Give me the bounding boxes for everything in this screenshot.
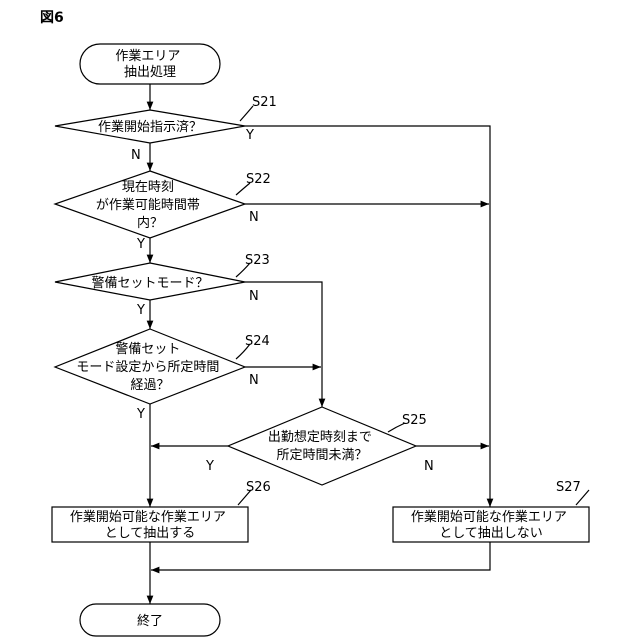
- s21-no-label: N: [131, 148, 141, 163]
- s21-step-label: S21: [252, 95, 277, 110]
- s23-yes-label: Y: [136, 303, 145, 318]
- s23-step-label: S23: [245, 253, 270, 268]
- s25-no-label: N: [424, 459, 434, 474]
- s25-decision: [228, 407, 416, 485]
- s21-yes-label: Y: [245, 128, 254, 143]
- s24-step-label: S24: [245, 334, 270, 349]
- s23-text: 警備セットモード？: [91, 275, 208, 291]
- s22-step-label: S22: [246, 172, 271, 187]
- s25-yes-label: Y: [205, 459, 214, 474]
- s24-text: 警備セット モード設定から所定時間 経過？: [76, 341, 223, 393]
- s23-no-label: N: [249, 289, 259, 304]
- s26-step-label: S26: [246, 480, 271, 495]
- end-text: 終了: [137, 613, 163, 629]
- s24-no-label: N: [249, 373, 259, 388]
- s27-step-label: S27: [556, 480, 581, 495]
- s24-yes-label: Y: [136, 407, 145, 422]
- edge-s27-merge: [151, 542, 490, 570]
- figure-label: 図6: [40, 10, 64, 26]
- s25-step-label: S25: [402, 413, 427, 428]
- s22-no-label: N: [249, 210, 259, 225]
- s22-yes-label: Y: [136, 237, 145, 252]
- s21-text: 作業開始指示済？: [98, 119, 202, 135]
